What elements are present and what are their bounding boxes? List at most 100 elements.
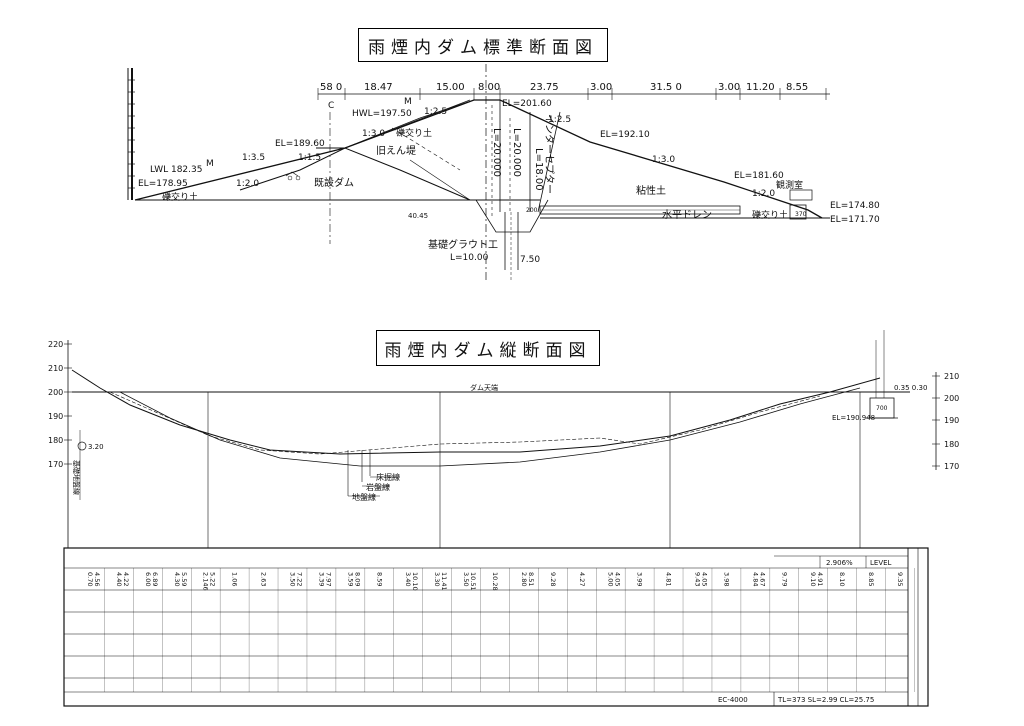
table-cell: 4.91 [816, 572, 824, 586]
dim-4: 8.00 [478, 82, 500, 93]
dim-8: 3.00 [718, 82, 740, 93]
table-cell: 0.70 [86, 572, 94, 586]
label-len-2000a: L=20.000 [491, 128, 502, 177]
label-grout-len: L=10.00 [450, 253, 489, 263]
table-texts: 2.906% LEVEL EC-4000 TL=373 SL=2.99 CL=2… [718, 559, 892, 704]
level-label: LEVEL [870, 559, 892, 567]
axis-right-180: 180 [944, 440, 959, 449]
label-slope-35: 1:3.5 [242, 153, 265, 163]
table-cell: 4.27 [578, 572, 586, 586]
table-cell: 4.05 [614, 572, 622, 586]
table-cell: 8.09 [353, 572, 361, 586]
label-370: 370 [795, 211, 807, 218]
legend-ground: 地盤線 [352, 492, 376, 502]
label-4045: 40.45 [408, 212, 428, 220]
label-el-crest: EL=201.60 [502, 99, 552, 109]
dim-10: 8.55 [786, 82, 808, 93]
axis-right-190: 190 [944, 416, 959, 425]
left-note: 基礎地盤線 [72, 460, 81, 495]
table-cell: 3.99 [636, 572, 644, 586]
label-existing-dam: 既設ダム [314, 176, 354, 189]
table-cell: 10.51 [469, 572, 477, 591]
marker-m-lwl: M [206, 159, 214, 169]
table-cell: 4.40 [115, 572, 123, 586]
level-pct: 2.906% [826, 559, 853, 567]
marker-m-top: M [404, 97, 412, 107]
table-cell: 9.35 [896, 572, 904, 586]
label-slope-20a: 1:2.0 [236, 179, 259, 189]
cross-section-dims: 58 0 18.47 15.00 8.00 23.75 3.00 31.5 0 … [320, 82, 808, 93]
table-cell: 4.30 [173, 572, 181, 586]
table-cell: 8.85 [867, 572, 875, 586]
cross-section-labels: EL=201.60 HWL=197.50 M EL=189.60 LWL 182… [138, 97, 880, 265]
table-cell: 2.80 [520, 572, 528, 586]
label-soil-left: 礫交り土 [162, 191, 198, 203]
label-drain: 水平ドレン [662, 209, 712, 221]
label-slope-30b: 1:3.0 [652, 155, 675, 165]
label-el-17895: EL=178.95 [138, 179, 188, 189]
table-cell: 3.30 [433, 572, 441, 586]
dim-5: 23.75 [530, 82, 559, 93]
table-cell: 5.00 [607, 572, 615, 586]
table-cell: 5.22 [209, 572, 217, 586]
label-old-dike: 旧えん堤 [376, 145, 416, 157]
label-lwl: LWL 182.35 [150, 165, 202, 175]
table-cell: 9.43 [694, 572, 702, 586]
table-cell: 10.28 [491, 572, 499, 591]
table-cell: 9.28 [549, 572, 557, 586]
long-section-title: 雨煙内ダム縦断面図 [376, 330, 600, 366]
axis-left-200: 200 [48, 388, 63, 397]
label-slope-15: 1:1.5 [298, 153, 321, 163]
table-cell: 7.22 [296, 572, 304, 586]
axis-right-210: 210 [944, 372, 959, 381]
table-cell: 9.10 [809, 572, 817, 586]
table-cell: 11.41 [440, 572, 448, 591]
table-cell: 4.84 [751, 572, 759, 586]
table-cell: 3.39 [317, 572, 325, 586]
axis-left-210: 210 [48, 364, 63, 373]
table-cell: 3.59 [346, 572, 354, 586]
marker-c: C [328, 101, 334, 111]
label-el-17170: EL=171.70 [830, 215, 880, 225]
label-200: 200 [526, 207, 538, 214]
cross-section-title: 雨煙内ダム標準断面図 [358, 28, 608, 62]
label-grout: 基礎グラウト工 [428, 238, 498, 251]
label-el-18160: EL=181.60 [734, 171, 784, 181]
label-750: 7.50 [520, 255, 540, 265]
table-cell: 8.51 [527, 572, 535, 586]
table-footer-1: EC-4000 [718, 696, 748, 704]
dam-top-label: ダム天端 [470, 383, 498, 392]
axis-left-170: 170 [48, 460, 63, 469]
right-value2: 700 [876, 405, 888, 412]
label-observation: 観測室 [776, 179, 803, 191]
table-cell: 9.79 [780, 572, 788, 586]
table-cell: 2.63 [260, 572, 268, 586]
long-section [64, 330, 940, 548]
cross-section-vertical-labels: L=20.000 L=20.000 L=18.00 インターセプター [491, 114, 555, 194]
table-cell: 8.10 [838, 572, 846, 586]
table-cell: 7.97 [324, 572, 332, 586]
dim-9: 11.20 [746, 82, 775, 93]
label-slope-25b: 1:2.5 [548, 115, 571, 125]
axis-right-170: 170 [944, 462, 959, 471]
label-slope-30a: 1:3.0 [362, 129, 385, 139]
table-cell: 4.05 [701, 572, 709, 586]
table-cell: 3.98 [722, 572, 730, 586]
table-cell: 2.146 [202, 572, 210, 591]
dim-7: 31.5 0 [650, 82, 682, 93]
table-cell: 6.00 [144, 572, 152, 586]
label-slope-20b: 1:2.0 [752, 189, 775, 199]
label-len-2000b: L=20.000 [511, 128, 522, 177]
right-value: 0.35 0.30 [894, 384, 927, 392]
table-cell: 8.59 [375, 572, 383, 586]
left-marker: 3.20 [88, 443, 104, 451]
label-slope-25a: 1:2.5 [424, 107, 447, 117]
label-interceptor: インターセプター [543, 114, 555, 194]
table-cell: 4.22 [122, 572, 130, 586]
axis-left-180: 180 [48, 436, 63, 445]
table-footer-2: TL=373 SL=2.99 CL=25.75 [777, 696, 874, 704]
label-el-18960: EL=189.60 [275, 139, 325, 149]
label-soil-right: 礫交り土 [752, 209, 788, 221]
